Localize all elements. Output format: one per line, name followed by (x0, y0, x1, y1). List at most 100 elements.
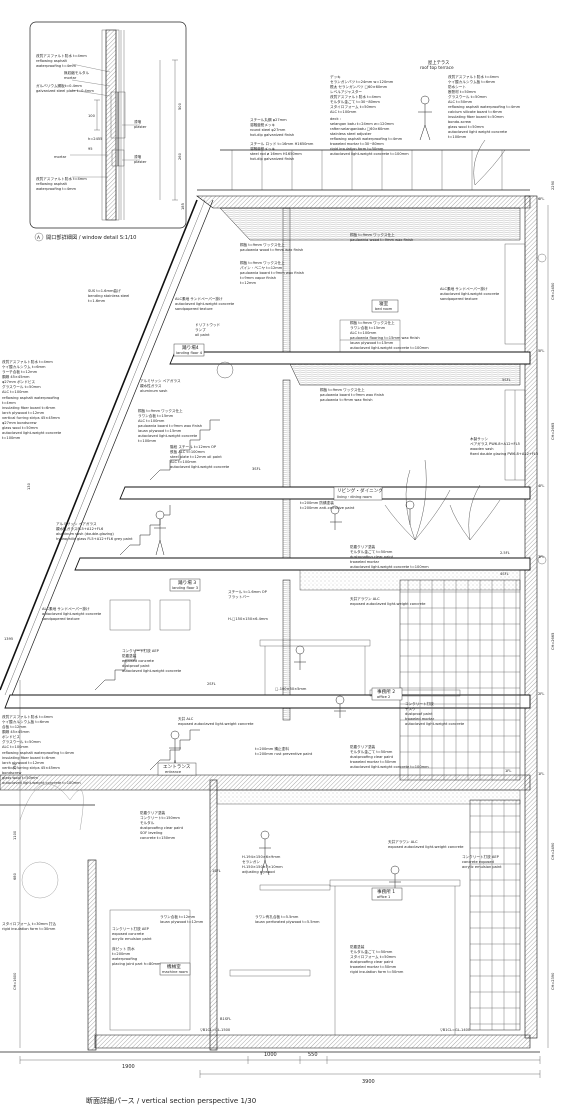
f4-treads: 鉄板 ALC t=100mm (170, 449, 205, 454)
f2-wall-r: acrylic emulsion paint (462, 865, 502, 869)
b1-wall: ラワン合板 t=12mm (160, 914, 196, 919)
dim-right: 4FL (538, 484, 544, 488)
f2-floor-r: モルタル金ごて t=50mm (350, 949, 393, 954)
f4-sfl: 3SFL (252, 467, 261, 471)
b1-lower: t=200mm (112, 952, 131, 956)
left-lower-note: autoclaved light-weight concrete t=100mm (2, 781, 81, 785)
left-alc1-note: ALC素地 サンドペーパー掛け (42, 606, 90, 611)
bedroom-label-en: bed room (375, 307, 393, 311)
left-alc1-note: sandpapered texture (42, 617, 80, 621)
f5-bed-r: lauan plywood t=15mm (350, 341, 394, 345)
f5-alc-l: ALC素地 サンドペーパー掛け (175, 296, 223, 301)
left-lower-note: ケイ酸カルシウム板 t=6mm (2, 719, 50, 724)
roof-rail-note: 溶融亜鉛メッキ (250, 122, 276, 127)
roof-right-note: グラスウール t=50mm (448, 94, 487, 99)
slanted-facade-outer (0, 199, 198, 691)
basement-wall (87, 859, 97, 1051)
dim-left: CH=1600 (13, 972, 17, 990)
f5-alc-r: sandpapered texture (440, 297, 478, 301)
f4-floor: autoclaved light-weight concrete t=100mm (350, 565, 429, 569)
roof-right-note: ケイ酸カルシウム板 t=6mm (448, 79, 496, 84)
slanted-facade-inner (9, 199, 214, 701)
f2-perforated: ラワン有孔合板 t=5.5mm (255, 914, 299, 919)
f3-steel: フラットバー (228, 594, 250, 599)
window-5f (504, 243, 526, 345)
f5-bed-l: ラワン合板 t=15mm (138, 413, 174, 418)
left-wall-notes: 改質アスファルト防水 t=4mm ケイ酸カルシウム t=6mm ラーチ合板 t=… (2, 359, 62, 440)
roof-deck-note: モルタル金ごて t=30~80mm (330, 99, 380, 104)
f5-bed-l: autoclaved light-weight concrete (138, 434, 198, 438)
f2-floor-r: troweled mortar t=50mm (350, 965, 397, 969)
f4-ceiling: 桐板 t=9mm ワックス仕上 (320, 387, 365, 392)
left-wall-note: φ27mm bondscrew (2, 421, 37, 425)
f5-sfl: 5SFL (502, 378, 511, 382)
f5-ceiling-r: 桐板 t=9mm ワックス仕上 (350, 232, 395, 237)
left-sash-note: アルミサッシ ペアガラス (56, 521, 97, 526)
detail-note-bottom-2: reflowing asphalt (36, 182, 68, 186)
dim-left: 130 (27, 482, 31, 490)
f2-panel: セランガン (242, 859, 260, 864)
roof-deck-note: セランガンバツ t=24mm w=120mm (330, 79, 394, 84)
staircase (94, 419, 220, 771)
f3-desk: コンクリート打放 (405, 701, 434, 706)
living-label-jp: リビング・ダイニング (337, 487, 383, 494)
left-lower-note: ALC t=100mm (2, 745, 29, 749)
detail-dim-95: 95 (88, 147, 93, 151)
f4-treads: steel plate t=12mm oil paint (170, 455, 222, 459)
left-alc2-note: コンクリート打放 AEP (122, 648, 160, 653)
f4-ceiling: paulownia board t=9mm wax finish (320, 393, 384, 397)
left-lower-note: glass wool t=50mm (2, 776, 38, 780)
f5-alc-r: autoclaved light-weight concrete (440, 292, 500, 296)
detail-note-top-4: 無収縮モルタル (64, 70, 90, 75)
detail-dim-100: 100 (88, 114, 96, 118)
f5-ceiling-l2: t=9mm vapor finish (240, 276, 276, 280)
f2-floor: dustproofing clear paint (140, 826, 184, 830)
machine-room-label-en: machine room (162, 970, 188, 974)
detail-dim-2455: h=2455 (88, 137, 102, 141)
left-alc2-note: exposed concrete (122, 659, 155, 663)
left-sash-note: aluminum sash (double-glazing) (56, 532, 114, 536)
left-lower-note: bondscrew (2, 771, 21, 775)
dim-right: 2FL (538, 692, 544, 696)
left-wall-note: t=4mm (2, 401, 16, 405)
entrance-label-en: entrance (165, 770, 182, 774)
f2-floor: SOF leveling (140, 831, 162, 835)
f2-floor-r: rigid insulation form t=50mm (350, 970, 404, 974)
dim-right: 6FL (538, 197, 544, 201)
dim-left: 1100 (13, 830, 17, 840)
roof-right-note: reflowing asphalt waterproofing t=4mm (448, 105, 521, 109)
left-sash-note: 親水性ガラスFL5+A12+FL6 (56, 526, 104, 531)
f2-floor: 防塵クリア塗装 (140, 810, 166, 815)
f4-window: wooden sash (470, 447, 493, 451)
f4-window: ペアガラス PW6.8+A12+FL5 (470, 441, 520, 446)
roof-deck-note: autoclaved light-weight concrete t=100mm (330, 152, 409, 156)
dim-right: CH=2665 (551, 633, 555, 650)
left-found-note: rigid insulation form t=30mm (2, 927, 56, 931)
detail-note-bottom-1: 改質アスファルト防水 t=4mm (36, 176, 87, 181)
left-lower-note: 改質アスファルト防水 t=4mm (2, 714, 53, 719)
ceiling-4f (289, 363, 521, 386)
f4-stair: 親水性ガラス (140, 383, 162, 388)
roof-deck-note: deck : (330, 117, 341, 121)
roof-deck-note: ALC t=100mm (330, 110, 357, 114)
roof-deck-note: レベルアジャスター (330, 89, 362, 94)
f2-panel: H-150×150×7×10mm (242, 865, 283, 869)
f3-desk: troweled mortar (405, 717, 435, 721)
dim-bottom: 550 (308, 1052, 318, 1058)
f5-ceiling-l: paulownia wood t=9mm wax finish (240, 248, 303, 252)
f3-beam: □-100×50×5mm (275, 687, 307, 691)
f2-floor: モルタル (140, 820, 155, 825)
f4-paint: t=200mm 防錆塗装 (300, 500, 334, 505)
building-section (0, 95, 549, 1078)
roof-rail2-note: スチール ロッド t=16mm H1650mm (250, 141, 314, 146)
roof-rail-notes: スチール丸鋼 φ27mm 溶融亜鉛メッキ round steel φ27mm h… (250, 117, 314, 161)
left-wall-note: t=100mm (2, 436, 21, 440)
detail-marker: A (37, 235, 40, 241)
left-lower-note: ボンドビス (2, 734, 20, 739)
detail-note-mid-5: plaster (134, 160, 147, 164)
detail-note-mid-3: plaster (134, 125, 147, 129)
f2-perforated: lauan perforated plywood t=5.5mm (255, 920, 320, 924)
left-wall-note: glass wool t=50mm (2, 426, 38, 430)
f5-ceiling-r: paulownia wood t=9mm wax finish (350, 238, 413, 242)
roof-right-note: glass wool t=50mm (448, 125, 484, 129)
